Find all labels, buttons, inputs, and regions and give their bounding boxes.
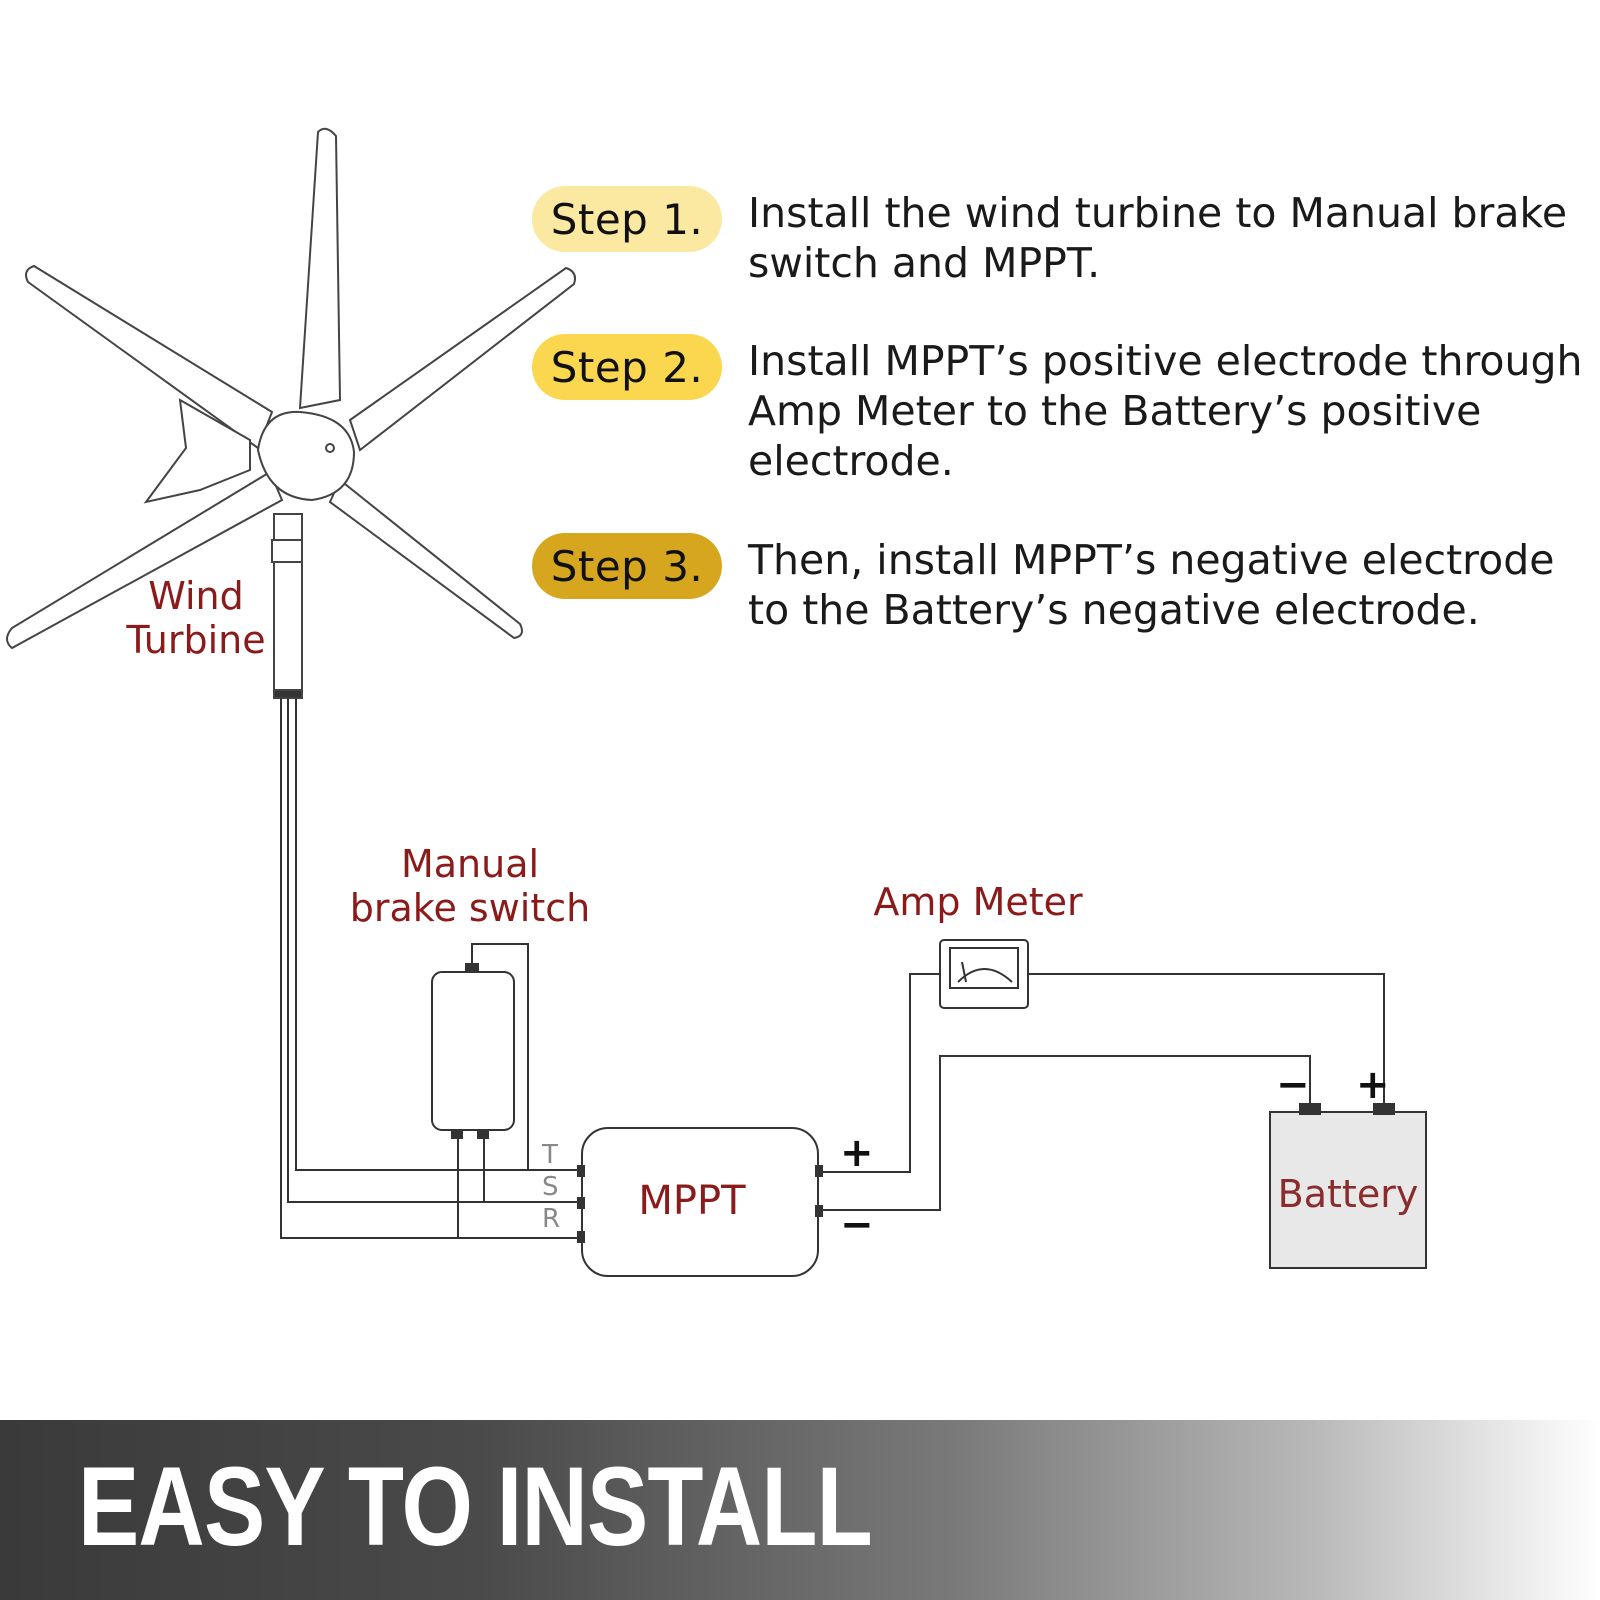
battery-device	[1269, 1103, 1427, 1269]
mast-base	[273, 689, 303, 699]
battery-negative-sign: −	[1276, 1062, 1310, 1108]
mast-clamp	[271, 539, 303, 563]
turbine-blade	[348, 266, 576, 452]
step-3-badge: Step 3.	[532, 533, 722, 599]
step-2-badge: Step 2.	[532, 334, 722, 400]
turbine-blade	[25, 264, 274, 450]
mppt-positive-sign: +	[840, 1130, 874, 1176]
wind-turbine-label: Wind Turbine	[126, 574, 266, 662]
turbine-blade	[6, 470, 284, 650]
step-1-text: Install the wind turbine to Manual brake…	[748, 189, 1568, 287]
output-wires	[822, 973, 1385, 1211]
turbine-wires	[280, 698, 582, 1239]
mppt-device	[577, 1127, 823, 1277]
turbine-blade	[298, 127, 342, 410]
turbine-hub	[256, 410, 356, 502]
turbine-blade	[328, 478, 523, 640]
hub-bolt	[325, 443, 335, 453]
step-3-text: Then, install MPPT’s negative electrode …	[748, 536, 1555, 634]
banner-title: EASY TO INSTALL	[78, 1444, 873, 1569]
terminal-s-label: S	[542, 1172, 559, 1202]
battery-label: Battery	[1277, 1172, 1419, 1216]
mppt-label: MPPT	[638, 1178, 746, 1224]
bottom-banner: EASY TO INSTALL	[0, 1420, 1600, 1600]
mppt-negative-sign: −	[840, 1202, 874, 1248]
terminal-r-label: R	[542, 1204, 561, 1234]
turbine-blade	[143, 398, 251, 504]
manual-brake-switch-label: Manual brake switch	[349, 842, 591, 930]
battery-positive-sign: +	[1356, 1062, 1390, 1108]
amp-meter-label: Amp Meter	[873, 880, 1083, 924]
brake-switch-device	[431, 943, 529, 1238]
amp-meter-device	[939, 939, 1029, 1009]
terminal-t-label: T	[542, 1140, 558, 1170]
wind-turbine-illustration	[6, 127, 576, 699]
step-2-text: Install MPPT’s positive electrode throug…	[748, 337, 1583, 485]
step-1-badge: Step 1.	[532, 186, 722, 252]
